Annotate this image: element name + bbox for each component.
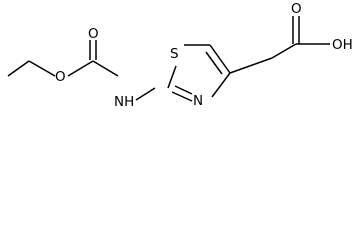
- bond-c4-n3: [211, 72, 231, 98]
- atom-nitrogen-amine: NH: [114, 94, 134, 110]
- bond-n3-c2: [171, 91, 193, 102]
- atom-oxygen-acid-carbonyl: O: [291, 1, 302, 17]
- bond-ch3-ch2: [7, 60, 30, 77]
- bond-c2-s1: [167, 65, 177, 89]
- bond-nh-c2: [135, 87, 156, 101]
- atom-oxygen-ester: O: [55, 69, 66, 85]
- carbamate-bonds: [67, 40, 156, 101]
- atom-hydroxyl: OH: [332, 37, 353, 53]
- atom-sulfur-ring: S: [170, 46, 179, 62]
- chemical-structure-diagram: O O NH S N O OH: [7, 1, 353, 110]
- bond-c4-ch2: [229, 57, 273, 74]
- bond-c5-c4-inner: [205, 51, 223, 75]
- atom-nitrogen-ring: N: [193, 93, 203, 109]
- bond-ch2-o: [28, 60, 56, 77]
- bond-carbonyl-c-nh: [92, 60, 119, 77]
- bond-c5-c4: [209, 44, 231, 74]
- thiazole-ring-bonds: [167, 44, 231, 102]
- acetic-acid-bonds: [229, 16, 330, 74]
- ethyl-bonds: [7, 60, 56, 77]
- bond-ch2-cooh: [271, 43, 297, 59]
- bond-n3-c2-inner: [174, 85, 193, 95]
- bond-o-carbonyl-c: [67, 60, 94, 77]
- atom-oxygen-carbamate-carbonyl: O: [88, 26, 99, 42]
